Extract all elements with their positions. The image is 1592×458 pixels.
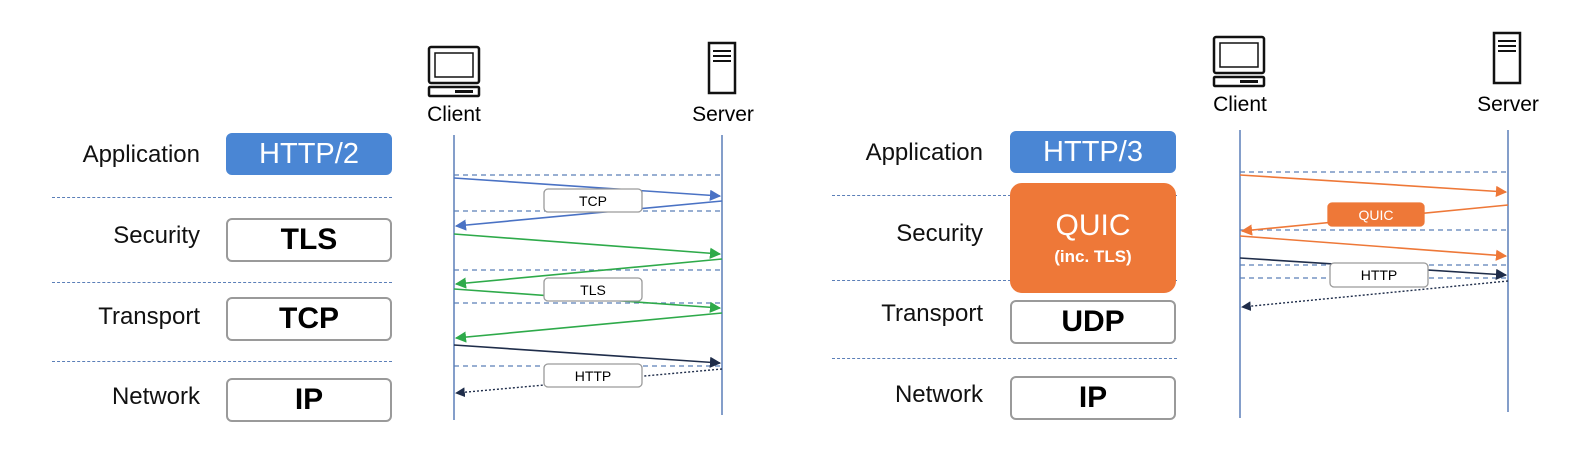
- layer-separator: [832, 358, 1177, 359]
- layer-label-application: Application: [865, 139, 983, 166]
- http-exchange-tag: HTTP: [543, 363, 643, 388]
- quic-exchange-tag: QUIC: [1327, 202, 1425, 227]
- layer-label-application: Application: [82, 141, 200, 168]
- desktop-computer-icon: [427, 45, 481, 98]
- http3-label: HTTP/3: [1043, 135, 1143, 168]
- quic-sublabel: (inc. TLS): [1054, 247, 1132, 266]
- server-tower-icon: [1492, 31, 1522, 85]
- layer-label-transport: Transport: [881, 300, 983, 327]
- layer-separator: [52, 282, 392, 283]
- layer-separator: [52, 197, 392, 198]
- svg-text:TCP: TCP: [579, 193, 607, 209]
- server-label: Server: [692, 103, 754, 126]
- svg-text:HTTP: HTTP: [575, 368, 612, 384]
- layer-label-security: Security: [113, 222, 200, 249]
- quic-label: QUIC: [1055, 209, 1131, 242]
- client-label: Client: [1213, 93, 1267, 116]
- tls-label: TLS: [280, 223, 338, 256]
- tls-exchange-tag: TLS: [543, 277, 643, 302]
- ip-label: IP: [294, 383, 324, 416]
- tcp-label: TCP: [279, 302, 339, 335]
- tls-box: TLS: [226, 218, 392, 262]
- server-label: Server: [1477, 93, 1539, 116]
- server-tower-icon: [707, 41, 737, 95]
- ip-box: IP: [226, 378, 392, 422]
- http2-box: HTTP/2: [226, 133, 392, 175]
- http3-box: HTTP/3: [1010, 131, 1176, 173]
- svg-text:TLS: TLS: [580, 282, 606, 298]
- quic-box: QUIC (inc. TLS): [1010, 183, 1176, 293]
- layer-label-network: Network: [894, 381, 983, 408]
- client-label: Client: [427, 103, 481, 126]
- layer-separator: [832, 280, 1177, 281]
- desktop-computer-icon: [1212, 35, 1266, 88]
- ip-label: IP: [1078, 381, 1108, 414]
- layer-label-network: Network: [111, 383, 200, 410]
- tcp-exchange-tag: TCP: [543, 188, 643, 213]
- http-exchange-tag: HTTP: [1329, 262, 1429, 288]
- udp-box: UDP: [1010, 300, 1176, 344]
- tcp-box: TCP: [226, 297, 392, 341]
- layer-separator: [832, 195, 1177, 196]
- svg-text:QUIC: QUIC: [1359, 207, 1394, 223]
- layer-label-security: Security: [896, 220, 983, 247]
- layer-label-transport: Transport: [98, 303, 200, 330]
- ip-box: IP: [1010, 376, 1176, 420]
- tcp-exchange-arrows: [453, 177, 723, 231]
- layer-separator: [52, 361, 392, 362]
- udp-label: UDP: [1061, 305, 1125, 338]
- svg-text:HTTP: HTTP: [1361, 267, 1398, 283]
- http2-label: HTTP/2: [259, 137, 359, 170]
